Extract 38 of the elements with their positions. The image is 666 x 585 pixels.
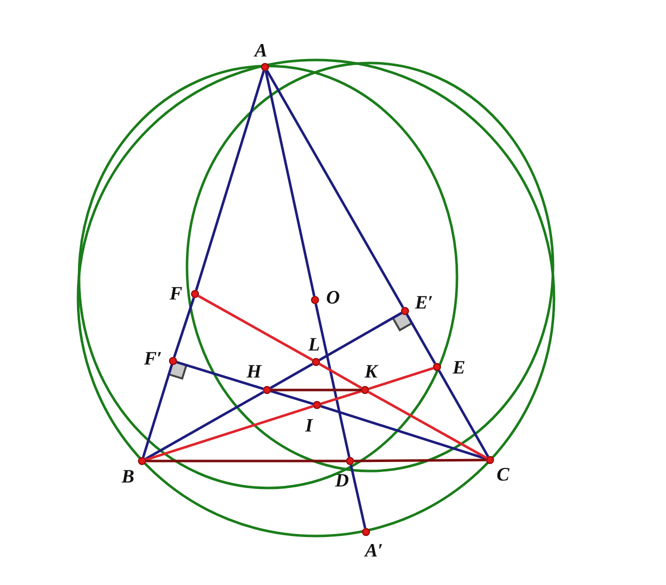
line-segment [173,297,195,358]
line-segment [270,362,314,390]
line-segment [195,70,265,291]
line-segment [146,460,346,462]
point-label: E′ [414,294,434,312]
line-segment [350,464,366,528]
line-segment [320,405,487,460]
line-segment [314,304,350,458]
point-label: F′ [144,350,162,368]
line-segment [266,70,404,308]
line-segment [406,314,436,364]
point-label: A [254,42,268,60]
line-segment [368,390,488,460]
point-label: H [246,362,262,382]
line-segment [438,370,490,458]
line-segment [198,294,314,362]
line-segment [142,364,173,458]
line-segment [270,390,314,406]
line-segment [271,388,361,392]
line-segment [264,70,316,296]
point-label: L [308,336,320,354]
line-segment [144,390,264,460]
line-segment [318,312,402,362]
line-segment [320,390,362,405]
point-label: F [170,284,182,304]
line-segment [176,361,264,390]
point-label: B [122,468,134,486]
line-segment [354,458,486,462]
line-segment [145,405,314,461]
point-label: I [305,416,313,436]
line-segment [368,367,434,390]
point-label: C [496,466,510,484]
point-label: D [335,472,349,490]
point-label: E [452,358,466,378]
line-segment [318,362,362,390]
point-label: K [364,362,378,382]
point-label: A′ [364,542,384,560]
point-label: O [326,288,340,308]
